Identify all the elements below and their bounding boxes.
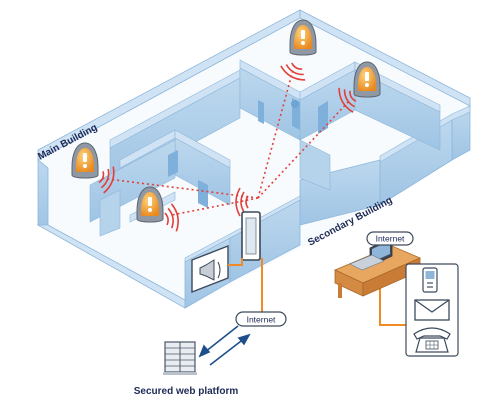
gateway-icon [235,187,261,261]
wall-marker [291,100,299,108]
cable [379,285,410,326]
door [318,101,328,134]
siren-icon [191,244,229,294]
internet-badge-main: Internet [235,311,287,327]
landline-phone-icon [413,327,451,353]
data-exchange-arrows [198,325,251,366]
internet-badge-secondary [366,231,414,246]
mobile-phone-icon [422,267,438,293]
internet-label-secondary: Internet [376,234,405,244]
email-icon [414,299,450,321]
door [258,100,264,124]
secured-platform-label: Secured web platform [134,386,239,397]
radio-link [99,177,259,199]
internet-label-main: Internet [247,315,276,325]
door [198,180,208,208]
notification-panel [405,263,459,357]
radio-link [257,69,294,199]
door [168,150,178,177]
radio-links [99,69,351,216]
server-rack-icon [163,341,197,375]
secondary-building-structure: Internet [334,231,459,357]
cable [228,258,243,266]
